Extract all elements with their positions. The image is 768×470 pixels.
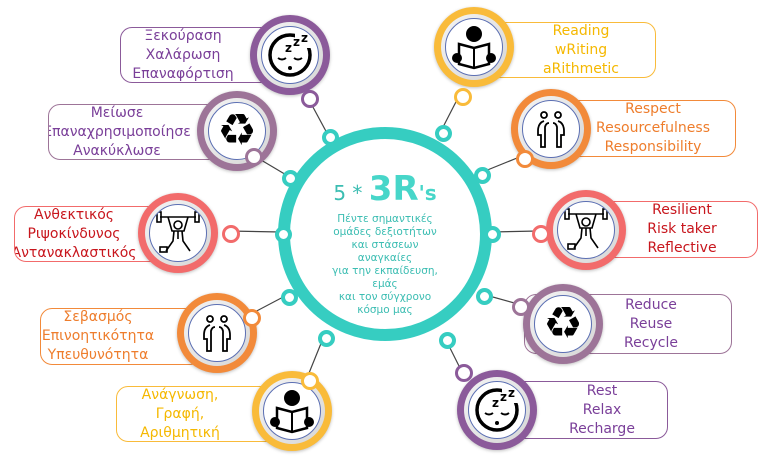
card-text-line: Respect: [625, 101, 681, 117]
right-badge-1: [434, 7, 514, 87]
svg-text:z: z: [500, 390, 507, 404]
svg-text:z: z: [293, 35, 300, 49]
desc-line: και τον σύγχρονο: [338, 291, 432, 303]
connector-dot: [454, 88, 472, 106]
right-badge-4: ♻: [523, 284, 603, 364]
ring-node: [439, 332, 456, 349]
card-text-line: Χαλάρωση: [145, 46, 221, 63]
desc-line: κόσμο μας: [357, 304, 413, 316]
weightlifter-icon: [557, 201, 615, 259]
ring-node: [282, 170, 299, 187]
center-description: Πέντε σημαντικές ομάδες δεξιοτήτων και σ…: [290, 213, 480, 317]
desc-line: Πέντε σημαντικές: [337, 213, 433, 225]
card-text-line: Risk taker: [647, 221, 717, 237]
connector-dot: [512, 298, 530, 316]
card-text-line: Reflective: [647, 240, 717, 256]
left-badge-3: [138, 193, 218, 273]
ring-node: [322, 129, 339, 146]
card-text-line: Αντανακλαστικός: [14, 244, 137, 261]
left-badge-2: ♻: [197, 91, 277, 171]
card-text-line: Ανθεκτικός: [34, 206, 114, 223]
card-text-line: Σεβασμός: [63, 309, 133, 325]
card-text-line: Γραφή,: [155, 405, 205, 422]
ring-node: [476, 288, 493, 305]
svg-text:z: z: [285, 41, 292, 55]
connector-dot: [516, 150, 534, 168]
left-badge-5: [252, 371, 332, 451]
card-text-line: wRiting: [554, 41, 608, 58]
card-text-line: Reading: [552, 22, 610, 39]
center-prefix: 5 *: [333, 181, 363, 205]
card-text-line: Επινοητικότητα: [41, 328, 155, 344]
connector-dot: [222, 225, 240, 243]
svg-text:z: z: [492, 396, 499, 410]
card-text-line: Ανάγνωση,: [141, 386, 219, 403]
card-text-line: Responsibility: [604, 139, 702, 155]
connector-dot: [243, 309, 261, 327]
desc-line: αναγκαίες: [357, 252, 413, 264]
card-text-line: Recharge: [569, 420, 635, 437]
right-badge-3: [546, 190, 626, 270]
ring-node: [275, 226, 292, 243]
people-icon: [522, 100, 580, 158]
card-text-line: Μείωσε: [90, 104, 144, 121]
card-text-line: Αριθμητική: [140, 424, 220, 441]
ring-node: [318, 330, 335, 347]
connector-dot: [301, 372, 319, 390]
desc-line: εμάς: [372, 278, 398, 290]
desc-line: και στάσεων: [351, 239, 419, 251]
card-text-line: Resourcefulness: [596, 120, 710, 136]
card-text-line: Επαναφόρτιση: [132, 65, 234, 82]
reader-icon: [263, 382, 321, 440]
recycle-icon: ♻: [208, 102, 266, 160]
card-text-line: Rest: [586, 382, 618, 399]
people-icon: [188, 304, 246, 362]
center-title: 5 * 3R's: [290, 169, 480, 209]
center-suffix: 's: [418, 181, 437, 205]
recycle-icon: ♻: [534, 295, 592, 353]
card-text-line: Ανακύκλωσε: [73, 142, 161, 159]
card-text-line: Επαναχρησιμοποίησε: [48, 123, 191, 140]
card-text-line: aRithmetic: [543, 60, 619, 77]
card-text-line: Resilient: [652, 202, 712, 218]
left-badge-4: [177, 293, 257, 373]
card-text-line: Reuse: [629, 315, 673, 332]
desc-line: για την εκπαίδευση,: [332, 265, 438, 277]
ring-node: [435, 125, 452, 142]
ring-node: [484, 226, 501, 243]
center-3r: 3R: [368, 169, 419, 209]
reader-icon: [445, 18, 503, 76]
weightlifter-icon: [149, 204, 207, 262]
connector-dot: [301, 90, 319, 108]
connector-dot: [455, 364, 473, 382]
ring-node: [281, 289, 298, 306]
card-text-line: Relax: [582, 401, 622, 418]
card-text-line: Ξεκούραση: [144, 27, 222, 44]
card-text-line: Recycle: [624, 334, 678, 351]
ring-node: [474, 167, 491, 184]
card-text-line: Υπευθυνότητα: [47, 347, 149, 363]
card-text-line: Ριψοκίνδυνος: [27, 225, 121, 242]
svg-text:z: z: [301, 31, 308, 45]
card-text-line: Reduce: [625, 296, 677, 313]
desc-line: ομάδες δεξιοτήτων: [333, 226, 437, 238]
connector-dot: [245, 148, 263, 166]
connector-dot: [532, 225, 550, 243]
center-circle: 5 * 3R's Πέντε σημαντικές ομάδες δεξιοτή…: [278, 127, 492, 341]
svg-text:z: z: [508, 386, 515, 400]
